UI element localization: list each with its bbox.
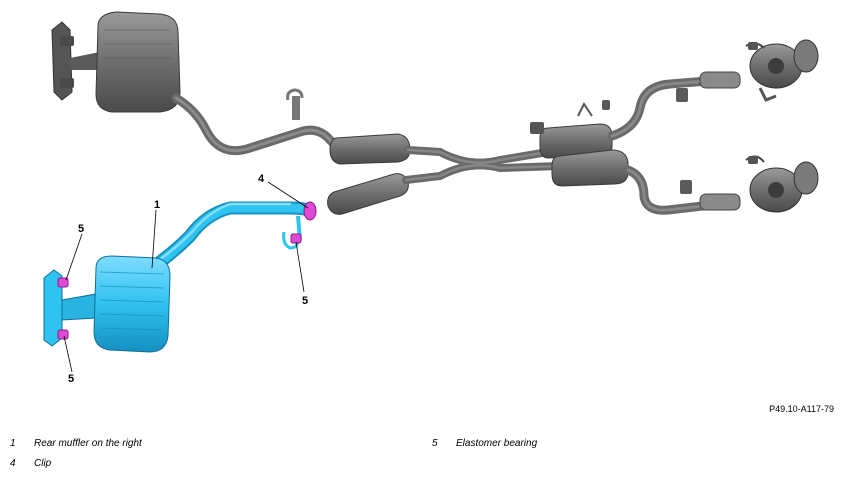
legend-number: 4: [10, 458, 16, 469]
x-pipe: [402, 146, 564, 184]
reference-id: P49.10-A117-79: [769, 404, 834, 414]
callout-5-lower-left: 5: [68, 373, 74, 385]
gray-hanger: [286, 88, 304, 120]
callout-1: 1: [154, 199, 160, 211]
catalytic-converter-lower: [551, 149, 629, 187]
turbocharger-upper: [745, 39, 819, 102]
exhaust-system-diagram: 1 4 5 5 5: [43, 11, 819, 385]
elastomer-bearing-lower-left: [57, 329, 69, 340]
elastomer-bearing-upper-left: [57, 277, 69, 288]
legend-item-5: 5 Elastomer bearing: [432, 438, 537, 449]
flex-section-lower: [699, 193, 741, 211]
callout-5-hanger: 5: [302, 295, 308, 307]
center-muffler-lower: [327, 173, 409, 215]
front-pipe-upper: [607, 75, 725, 141]
legend-number: 5: [432, 438, 438, 449]
clip: [303, 201, 317, 221]
legend-item-1: 1 Rear muffler on the right: [10, 438, 142, 449]
flex-section-upper: [699, 71, 741, 89]
rear-muffler-left: [51, 11, 181, 113]
front-pipe-lower: [623, 165, 725, 215]
legend-label: Elastomer bearing: [456, 438, 538, 449]
callout-4: 4: [258, 173, 265, 185]
center-muffler-upper: [329, 133, 411, 165]
callout-5-upper-left: 5: [78, 223, 84, 235]
elastomer-bearing-hanger: [290, 233, 302, 244]
legend-item-4: 4 Clip: [10, 458, 51, 469]
legend-number: 1: [10, 438, 16, 449]
exhaust-pipe-left: [171, 93, 345, 156]
right-hangers: [602, 88, 692, 194]
legend-label: Clip: [34, 458, 52, 469]
leader-lines: [63, 181, 309, 373]
rear-muffler-right: [43, 201, 315, 353]
legend-label: Rear muffler on the right: [34, 438, 142, 449]
catalytic-converter-upper: [530, 102, 613, 159]
turbocharger-lower: [745, 155, 819, 213]
